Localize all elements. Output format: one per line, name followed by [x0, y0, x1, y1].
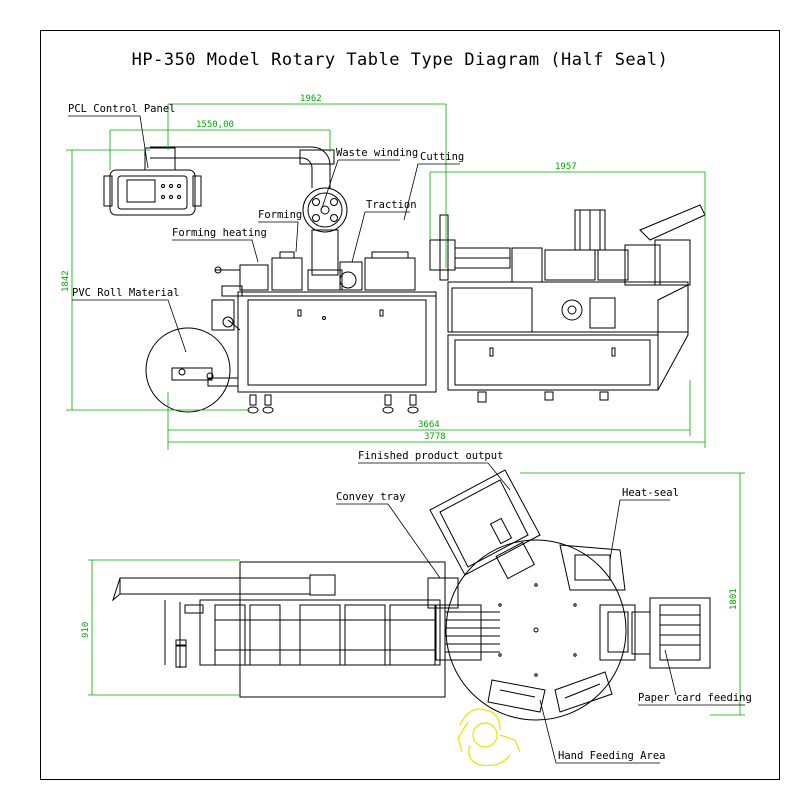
dim-3778: 3778	[424, 432, 446, 442]
traction-station	[339, 251, 416, 291]
label-pcl-control-panel: PCL Control Panel	[68, 103, 175, 115]
dim-1801: 1801	[729, 588, 739, 610]
dim-1842: 1842	[61, 270, 71, 292]
dim-1957: 1957	[555, 162, 577, 172]
label-pvc-roll-material: PVC Roll Material	[72, 287, 179, 299]
drawing-frame	[40, 30, 780, 780]
finished-output-unit	[429, 469, 541, 580]
leader-lines	[68, 115, 745, 764]
side-elevation-view	[103, 146, 706, 414]
label-waste-winding: Waste winding	[336, 147, 418, 159]
dim-1962: 1962	[300, 94, 322, 104]
pvc-roll-material	[145, 299, 241, 413]
cutting-station	[429, 214, 543, 283]
dim-1550: 1550,00	[196, 120, 234, 130]
label-traction: Traction	[366, 199, 417, 211]
label-finished-product-output: Finished product output	[358, 450, 503, 462]
main-cabinet-left	[237, 291, 437, 414]
conveyor-body	[111, 561, 459, 698]
label-forming-heating: Forming heating	[172, 227, 267, 239]
plan-dimensions	[88, 472, 745, 716]
main-cabinet-right	[447, 281, 689, 403]
rotary-table	[435, 539, 636, 721]
label-hand-feeding-area: Hand Feeding Area	[558, 750, 665, 762]
dim-910: 910	[81, 622, 91, 638]
label-cutting: Cutting	[420, 151, 464, 163]
plan-view	[111, 469, 711, 767]
sealing-section	[544, 204, 706, 286]
top-dimensions	[66, 103, 706, 450]
label-convey-tray: Convey tray	[336, 491, 406, 503]
waste-winding-wheel	[302, 187, 348, 291]
paper-card-feeding-unit	[631, 597, 711, 669]
forming-station	[214, 251, 303, 297]
hand-feeding-trays	[487, 671, 613, 713]
dim-3664: 3664	[418, 420, 440, 430]
diagram-title: HP-350 Model Rotary Table Type Diagram (…	[131, 50, 669, 70]
label-forming: Forming	[258, 209, 302, 221]
label-paper-card-feeding: Paper card feeding	[638, 692, 752, 704]
heat-seal-unit	[559, 544, 626, 591]
operator-figure	[457, 708, 521, 767]
label-heat-seal: Heat-seal	[622, 487, 679, 499]
pcl-control-panel	[103, 146, 335, 216]
